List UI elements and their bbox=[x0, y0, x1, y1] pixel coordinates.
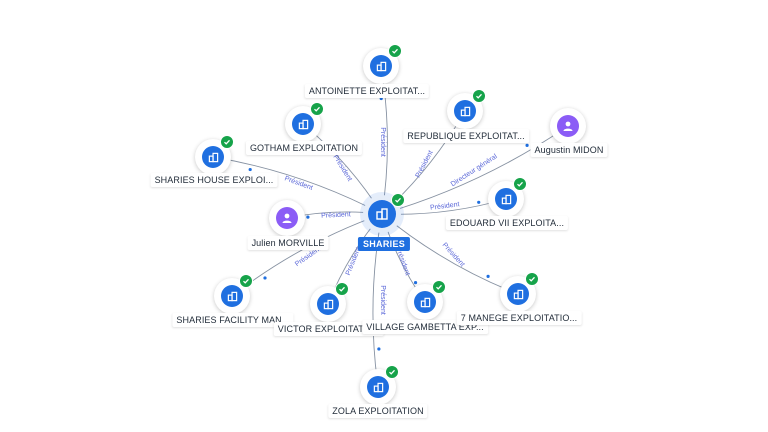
person-icon bbox=[276, 207, 298, 229]
edge-arrow-sharies-facility bbox=[263, 276, 267, 280]
node-label-edouard[interactable]: EDOUARD VII EXPLOITA... bbox=[445, 216, 569, 230]
node-label-augustin[interactable]: Augustin MIDON bbox=[530, 143, 608, 157]
verified-check-icon bbox=[513, 177, 527, 191]
node-label-sharies-facility[interactable]: SHARIES FACILITY MAN... bbox=[172, 313, 294, 327]
edge-sharies-house bbox=[212, 156, 383, 215]
building-icon bbox=[202, 146, 224, 168]
building-icon bbox=[221, 285, 243, 307]
building-icon bbox=[507, 283, 529, 305]
building-icon bbox=[317, 293, 339, 315]
node-gotham[interactable] bbox=[285, 102, 324, 142]
node-label-gambetta[interactable]: VILLAGE GAMBETTA EXP... bbox=[362, 320, 488, 334]
edge-augustin bbox=[381, 125, 569, 215]
edge-arrow-edouard bbox=[477, 200, 481, 204]
node-edouard[interactable] bbox=[488, 177, 527, 217]
edge-label-republique: Président bbox=[415, 150, 435, 179]
node-label-sharies-house[interactable]: SHARIES HOUSE EXPLOI... bbox=[150, 173, 278, 187]
edge-arrow-julien bbox=[306, 215, 310, 219]
node-label-julien[interactable]: Julien MORVILLE bbox=[247, 236, 329, 250]
node-label-manege[interactable]: 7 MANEGE EXPLOITATIO... bbox=[456, 311, 582, 325]
verified-check-icon bbox=[239, 274, 253, 288]
person-icon bbox=[557, 115, 579, 137]
verified-check-icon bbox=[310, 102, 324, 116]
building-icon bbox=[370, 55, 392, 77]
node-zola[interactable] bbox=[360, 365, 399, 405]
building-icon bbox=[454, 100, 476, 122]
verified-check-icon bbox=[220, 135, 234, 149]
edge-label-edouard: Président bbox=[430, 201, 460, 212]
verified-check-icon bbox=[472, 89, 486, 103]
building-icon bbox=[292, 113, 314, 135]
edge-label-manege: Président bbox=[441, 242, 466, 269]
building-icon bbox=[414, 291, 436, 313]
edge-arrow-sharies-house bbox=[248, 167, 252, 172]
node-julien[interactable] bbox=[269, 200, 305, 236]
verified-check-icon bbox=[391, 193, 405, 207]
node-augustin[interactable] bbox=[550, 108, 586, 144]
node-label-gotham[interactable]: GOTHAM EXPLOITATION bbox=[245, 141, 363, 155]
verified-check-icon bbox=[432, 280, 446, 294]
node-label-republique[interactable]: REPUBLIQUE EXPLOITAT... bbox=[403, 129, 529, 143]
center-node[interactable] bbox=[363, 193, 405, 233]
node-manege[interactable] bbox=[500, 272, 539, 312]
edge-zola bbox=[372, 213, 383, 388]
edge-arrow-gambetta bbox=[413, 281, 418, 285]
node-sharies-facility[interactable] bbox=[214, 274, 253, 314]
center-node-label[interactable]: SHARIES bbox=[357, 237, 411, 251]
node-republique[interactable] bbox=[447, 89, 486, 129]
edge-label-sharies-house: Président bbox=[283, 175, 313, 192]
edge-label-antoinette: Président bbox=[379, 127, 386, 157]
node-antoinette[interactable] bbox=[363, 44, 402, 84]
edge-arrow-augustin bbox=[525, 143, 529, 147]
verified-check-icon bbox=[388, 44, 402, 58]
verified-check-icon bbox=[525, 272, 539, 286]
node-gambetta[interactable] bbox=[407, 280, 446, 320]
building-icon bbox=[368, 200, 396, 228]
verified-check-icon bbox=[335, 282, 349, 296]
edge-label-julien: Président bbox=[321, 211, 351, 220]
verified-check-icon bbox=[385, 365, 399, 379]
edge-arrow-zola bbox=[377, 347, 381, 351]
edge-label-gotham: Président bbox=[331, 154, 353, 183]
node-sharies-house[interactable] bbox=[195, 135, 234, 175]
node-label-antoinette[interactable]: ANTOINETTE EXPLOITAT... bbox=[304, 84, 430, 98]
node-label-zola[interactable]: ZOLA EXPLOITATION bbox=[328, 404, 428, 418]
building-icon bbox=[495, 188, 517, 210]
edge-arrow-manege bbox=[486, 274, 490, 278]
node-victor[interactable] bbox=[310, 282, 349, 322]
building-icon bbox=[367, 376, 389, 398]
node-label-victor[interactable]: VICTOR EXPLOITATION bbox=[273, 322, 385, 336]
edge-label-zola: Président bbox=[379, 285, 386, 315]
